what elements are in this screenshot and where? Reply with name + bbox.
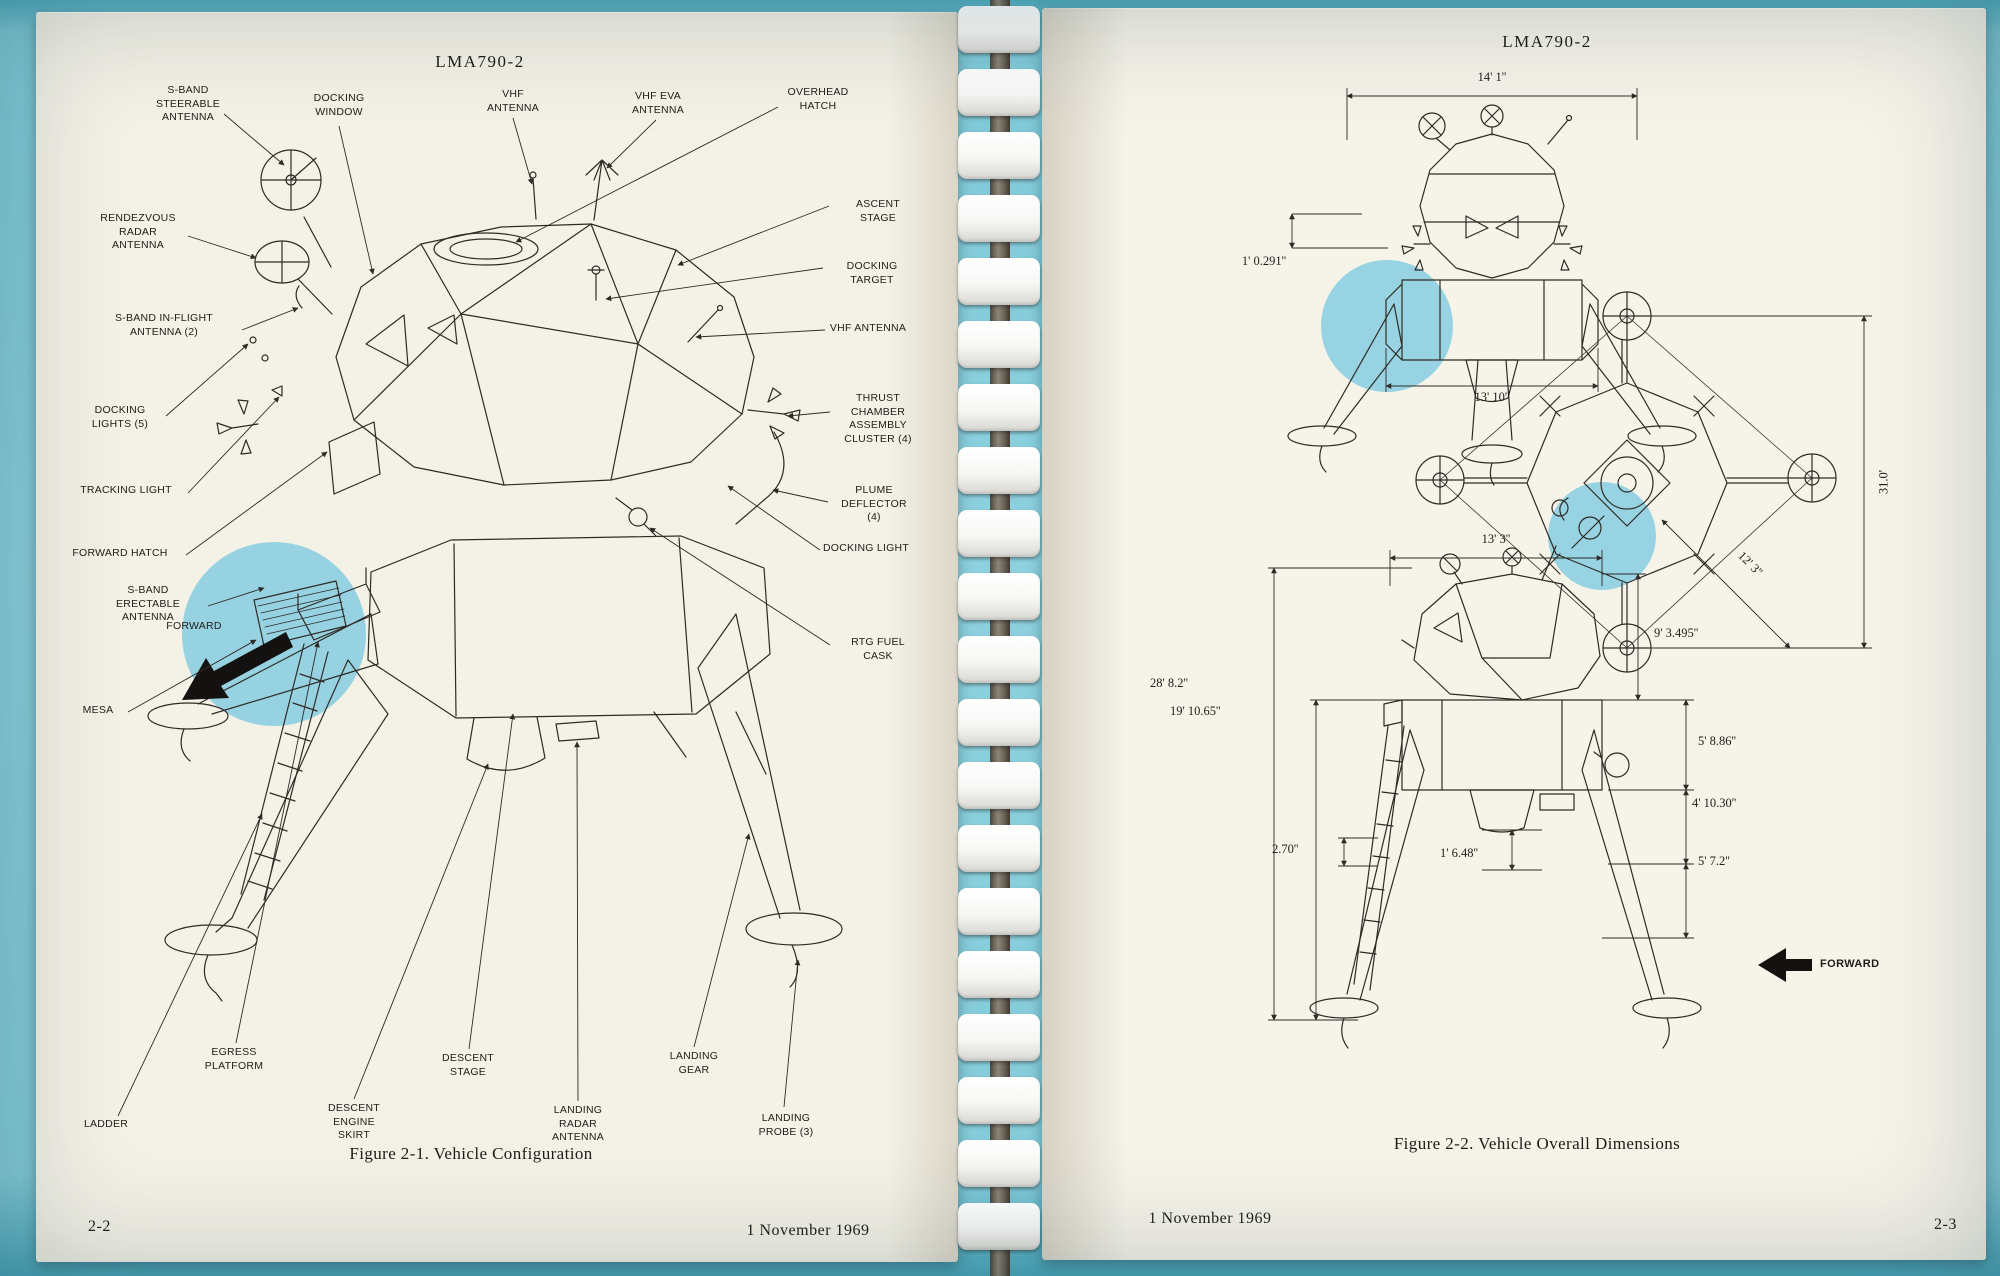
page-number: 2-2	[88, 1218, 111, 1235]
binding-tooth	[958, 258, 1040, 305]
left-page: LMA790-2	[36, 12, 958, 1262]
side-view-drawing	[1309, 545, 1702, 1049]
binding-tooth	[958, 1203, 1040, 1250]
forward-arrow	[182, 632, 293, 700]
top-view-drawing	[1415, 291, 1837, 673]
vehicle-configuration-diagram	[117, 106, 843, 1117]
page-header: LMA790-2	[1502, 32, 1592, 51]
label-thrust-chamber-cluster: THRUST CHAMBER ASSEMBLY CLUSTER (4)	[844, 392, 912, 445]
dim-skirt-clearance: 4' 10.30''	[1692, 796, 1737, 810]
side-view-dimension-lines	[1268, 550, 1694, 1021]
label-s-band-steerable-antenna: S-BAND STEERABLE ANTENNA	[155, 84, 221, 124]
binding-tooth	[958, 510, 1040, 557]
figure-2-1-caption: Figure 2-1. Vehicle Configuration	[349, 1144, 593, 1163]
highlight-circle	[1321, 260, 1453, 392]
page-number: 2-3	[1934, 1216, 1957, 1233]
label-mesa: MESA	[82, 704, 114, 716]
label-plume-deflector: PLUME DEFLECTOR (4)	[841, 484, 907, 524]
label-landing-gear: LANDING GEAR	[669, 1050, 719, 1076]
front-view-drawing	[1287, 104, 1697, 486]
lunar-module-drawing	[147, 149, 843, 1002]
dim-probe-height: 5' 7.2''	[1698, 854, 1730, 868]
right-page: LMA790-2	[1042, 8, 1986, 1260]
label-vhf-antenna-right: VHF ANTENNA	[829, 322, 907, 334]
vehicle-dimensions-diagram	[1268, 88, 1872, 1049]
binding-tooth	[958, 6, 1040, 53]
binding-tooth	[958, 69, 1040, 116]
label-overhead-hatch: OVERHEAD HATCH	[787, 86, 849, 112]
label-docking-light: DOCKING LIGHT	[822, 542, 910, 554]
label-docking-window: DOCKING WINDOW	[313, 92, 365, 118]
dim-probe-length: 1' 6.48''	[1440, 846, 1479, 860]
binding-tooth	[958, 195, 1040, 242]
label-egress-platform: EGRESS PLATFORM	[204, 1046, 264, 1072]
dim-gear-height: 19' 10.65''	[1170, 704, 1221, 718]
label-landing-radar-antenna: LANDING RADAR ANTENNA	[552, 1104, 604, 1144]
binding-tooth	[958, 1077, 1040, 1124]
label-docking-target: DOCKING TARGET	[846, 260, 898, 286]
dim-top-span: 31.0'	[1876, 469, 1891, 495]
label-forward-hatch: FORWARD HATCH	[72, 547, 168, 559]
label-vhf-eva-antenna: VHF EVA ANTENNA	[632, 90, 684, 116]
dim-pad-offset: 2.70''	[1272, 842, 1299, 856]
label-ascent-stage: ASCENT STAGE	[855, 198, 901, 224]
dim-front-offset: 1' 0.291''	[1241, 254, 1287, 268]
label-vhf-antenna-top: VHF ANTENNA	[487, 88, 539, 114]
label-rtg-fuel-cask: RTG FUEL CASK	[851, 636, 905, 662]
page-header: LMA790-2	[435, 52, 525, 71]
label-docking-lights: DOCKING LIGHTS (5)	[91, 404, 149, 430]
binding-tooth	[958, 447, 1040, 494]
label-forward: FORWARD	[1820, 958, 1880, 970]
binding-tooth	[958, 132, 1040, 179]
label-descent-engine-skirt: DESCENT ENGINE SKIRT	[328, 1102, 380, 1142]
binding-tooth	[958, 321, 1040, 368]
dim-descent-height: 5' 8.86''	[1698, 734, 1737, 748]
dim-front-width: 14' 1''	[1477, 70, 1507, 84]
comb-binding	[952, 0, 1048, 1276]
binding-tooth	[958, 384, 1040, 431]
binding-tooth	[958, 951, 1040, 998]
figure-2-2-caption: Figure 2-2. Vehicle Overall Dimensions	[1393, 1134, 1681, 1153]
label-forward: FORWARD	[166, 620, 222, 632]
binding-tooth	[958, 888, 1040, 935]
binding-tooth	[958, 573, 1040, 620]
dim-ascent-height: 9' 3.495''	[1654, 626, 1699, 640]
binding-tooth	[958, 1140, 1040, 1187]
label-s-band-inflight-antenna: S-BAND IN-FLIGHT ANTENNA (2)	[115, 312, 213, 338]
label-ladder: LADDER	[83, 1118, 129, 1130]
binding-tooth	[958, 699, 1040, 746]
label-s-band-erectable-antenna: S-BAND ERECTABLE ANTENNA	[116, 584, 180, 624]
binding-tooth	[958, 825, 1040, 872]
dim-side-width: 13' 3''	[1481, 532, 1511, 546]
forward-arrow	[1758, 948, 1812, 982]
binding-tooth	[958, 762, 1040, 809]
binding-tooth	[958, 636, 1040, 683]
label-landing-probe: LANDING PROBE (3)	[758, 1112, 814, 1138]
label-rendezvous-radar-antenna: RENDEZVOUS RADAR ANTENNA	[100, 212, 176, 252]
dim-front-base: 13' 10''	[1474, 390, 1510, 404]
leader-lines	[117, 106, 831, 1117]
dim-overall-height: 28' 8.2''	[1150, 676, 1189, 690]
top-view-dimension-lines	[1651, 315, 1872, 649]
label-descent-stage: DESCENT STAGE	[442, 1052, 494, 1078]
binding-tooth	[958, 1014, 1040, 1061]
footer-date: 1 November 1969	[746, 1222, 870, 1239]
footer-date: 1 November 1969	[1148, 1210, 1272, 1227]
label-tracking-light: TRACKING LIGHT	[80, 484, 172, 496]
front-view-dimension-lines	[1289, 88, 1638, 392]
